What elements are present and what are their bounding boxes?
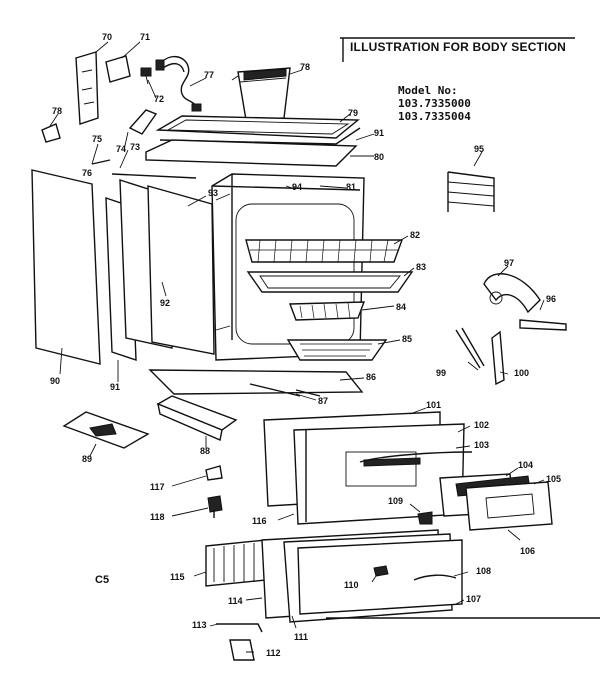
part-label: 111 — [294, 632, 308, 642]
part-label: 81 — [346, 182, 356, 192]
part-115-drawer-box — [205, 539, 267, 587]
part-70-side-bracket — [75, 51, 99, 125]
part-95-side-rack — [447, 171, 495, 212]
model-number-block: Model No: 103.7335000 103.7335004 — [398, 84, 471, 123]
part-label: 96 — [546, 294, 556, 304]
part-100-hinge-bracket — [491, 330, 505, 386]
part-label: 73 — [130, 142, 140, 152]
title-bracket — [340, 37, 575, 62]
part-99-hinge-rod — [455, 327, 485, 369]
part-102-oven-door — [293, 423, 465, 525]
part-117-knob — [205, 465, 223, 481]
part-71-plate — [105, 55, 131, 83]
part-label: 79 — [348, 108, 358, 118]
part-label: 104 — [518, 460, 533, 470]
part-label: 76 — [82, 168, 92, 178]
part-label: 107 — [466, 594, 481, 604]
part-label: 91 — [374, 128, 384, 138]
part-label: 86 — [366, 372, 376, 382]
part-87-baffle — [249, 383, 321, 397]
part-label: 103 — [474, 440, 489, 450]
part-113-rod — [216, 623, 263, 633]
model-number-1: 103.7335000 — [398, 97, 471, 110]
part-label: 110 — [344, 580, 359, 590]
part-label: 88 — [200, 446, 210, 456]
part-107-drawer-front — [297, 539, 463, 615]
part-88-burner-box — [156, 395, 238, 441]
part-label: 95 — [474, 144, 484, 154]
part-105-window-glass — [439, 473, 553, 531]
model-number-2: 103.7335004 — [398, 110, 471, 123]
part-label: 92 — [160, 298, 170, 308]
part-82-oven-rack — [245, 239, 403, 263]
part-83-broiler-pan — [246, 271, 414, 293]
part-label: 102 — [474, 420, 489, 430]
part-label: 89 — [82, 454, 92, 464]
part-label: 83 — [416, 262, 426, 272]
part-103-door-handle — [359, 451, 473, 463]
diagram-title: ILLUSTRATION FOR BODY SECTION — [350, 40, 567, 54]
part-label: 99 — [436, 368, 446, 378]
part-label: 77 — [204, 70, 214, 80]
leader-lines — [49, 41, 545, 653]
part-label: 70 — [102, 32, 112, 42]
part-97-door-hinge — [483, 273, 567, 331]
part-label: 71 — [140, 32, 150, 42]
part-insulation-panel — [119, 179, 215, 355]
part-label: 72 — [154, 94, 164, 104]
part-number-labels: 70 71 72 73 74 75 76 77 78 78 79 80 81 8… — [50, 32, 561, 658]
part-label: 93 — [208, 188, 218, 198]
part-81-oven-body — [211, 173, 365, 361]
part-label: 90 — [50, 376, 60, 386]
part-86-bottom-panel — [148, 369, 364, 395]
part-110-pull — [373, 565, 389, 577]
part-label: 108 — [476, 566, 491, 576]
part-label: 74 — [116, 144, 126, 154]
part-label: 97 — [504, 258, 514, 268]
part-73-strip — [91, 159, 197, 179]
part-label: 75 — [92, 134, 102, 144]
part-80-top-frame — [145, 139, 358, 167]
part-label: 118 — [150, 512, 165, 522]
part-78-small-knob — [41, 123, 61, 143]
model-label: Model No: — [398, 84, 458, 97]
part-77-wiring-harness — [155, 56, 202, 112]
part-label: 85 — [402, 334, 412, 344]
part-label: 78 — [52, 106, 62, 116]
corner-code: C5 — [95, 574, 110, 586]
part-79-top-panel — [155, 115, 360, 139]
part-label: 112 — [266, 648, 281, 658]
part-109-clip — [417, 511, 433, 525]
part-label: 87 — [318, 396, 328, 406]
part-74-bracket — [128, 109, 158, 135]
part-label: 91 — [110, 382, 120, 392]
part-label: 114 — [228, 596, 243, 606]
part-84-broiler-grid — [288, 301, 366, 321]
part-72-switch — [140, 67, 152, 85]
part-label: 80 — [374, 152, 384, 162]
part-label: 100 — [514, 368, 529, 378]
part-85-broiler-pan — [286, 339, 388, 361]
part-label: 115 — [170, 572, 185, 582]
part-112-leveling-foot — [229, 639, 255, 661]
part-label: 113 — [192, 620, 207, 630]
part-label: 117 — [150, 482, 165, 492]
part-label: 82 — [410, 230, 420, 240]
part-90-side-panel — [31, 169, 101, 365]
part-label: 94 — [292, 182, 302, 192]
part-118-knob — [207, 495, 223, 518]
part-label: 109 — [388, 496, 403, 506]
part-label: 101 — [426, 400, 441, 410]
part-label: 116 — [252, 516, 267, 526]
part-label: 106 — [520, 546, 535, 556]
part-label: 84 — [396, 302, 406, 312]
part-78-control-housing — [231, 67, 291, 121]
part-89-mounting-plate — [62, 411, 150, 449]
part-label: 105 — [546, 474, 561, 484]
part-label: 78 — [300, 62, 310, 72]
